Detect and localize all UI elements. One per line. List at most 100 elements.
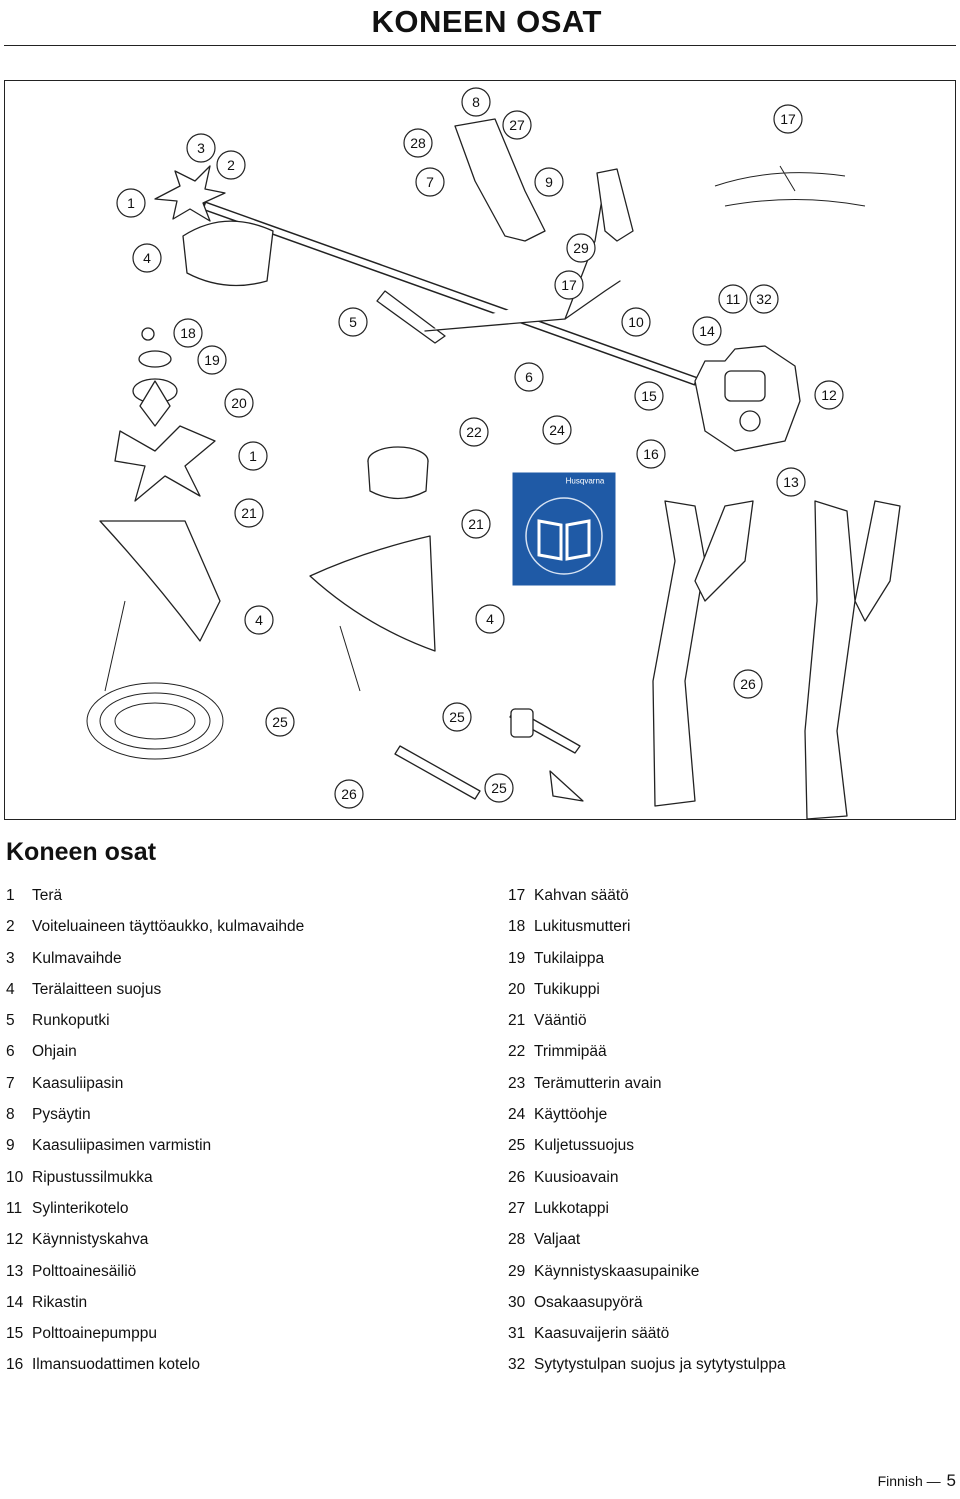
callout-24: 24 — [542, 415, 572, 445]
svg-text:25: 25 — [449, 709, 465, 725]
callout-20: 20 — [224, 388, 254, 418]
svg-text:6: 6 — [525, 369, 533, 385]
svg-text:32: 32 — [756, 291, 772, 307]
callout-18: 18 — [173, 318, 203, 348]
callout-13: 13 — [776, 467, 806, 497]
svg-text:16: 16 — [643, 446, 659, 462]
callout-11: 11 — [718, 284, 748, 314]
parts-illustration: Husqvarna 1 3 2 4 28 8 27 7 9 29 17 17 — [4, 80, 956, 820]
svg-text:18: 18 — [180, 325, 196, 341]
svg-text:10: 10 — [628, 314, 644, 330]
svg-text:21: 21 — [241, 505, 257, 521]
callout-16: 16 — [636, 439, 666, 469]
svg-text:24: 24 — [549, 422, 565, 438]
callout-21a: 21 — [234, 498, 264, 528]
svg-text:19: 19 — [204, 352, 220, 368]
svg-text:11: 11 — [726, 291, 741, 307]
svg-text:22: 22 — [466, 424, 482, 440]
callout-4c: 4 — [475, 604, 505, 634]
callout-9: 9 — [534, 167, 564, 197]
svg-text:4: 4 — [143, 250, 151, 266]
section-title: Koneen osat — [6, 838, 157, 866]
header-divider — [4, 45, 956, 46]
callout-28: 26 — [733, 669, 763, 699]
callout-31: 29 — [566, 233, 596, 263]
footer-dash: — — [926, 1473, 941, 1489]
callout-27: 26 — [334, 779, 364, 809]
svg-text:21: 21 — [468, 516, 484, 532]
svg-text:5: 5 — [349, 314, 357, 330]
page-footer: Finnish — 5 — [878, 1471, 956, 1491]
callout-3: 3 — [186, 133, 216, 163]
svg-text:20: 20 — [231, 395, 247, 411]
callout-1b: 1 — [238, 441, 268, 471]
callout-21b: 21 — [461, 509, 491, 539]
trimmer-drawing: Husqvarna — [86, 118, 901, 820]
callout-10: 10 — [621, 307, 651, 337]
callout-5: 5 — [338, 307, 368, 337]
svg-text:27: 27 — [509, 117, 525, 133]
callout-17b: 17 — [554, 270, 584, 300]
callout-2: 2 — [216, 150, 246, 180]
svg-text:25: 25 — [491, 780, 507, 796]
svg-text:17: 17 — [780, 111, 796, 127]
page-number: 5 — [946, 1471, 956, 1490]
callout-17a: 17 — [773, 104, 803, 134]
svg-text:26: 26 — [740, 676, 756, 692]
callout-7: 7 — [415, 167, 445, 197]
svg-text:28: 28 — [410, 135, 426, 151]
callout-26: 25 — [484, 773, 514, 803]
svg-text:4: 4 — [255, 612, 263, 628]
svg-text:14: 14 — [699, 323, 715, 339]
svg-text:9: 9 — [545, 174, 553, 190]
callout-8: 8 — [461, 87, 491, 117]
svg-text:1: 1 — [127, 195, 135, 211]
callout-25b: 25 — [442, 702, 472, 732]
callout-15: 15 — [634, 381, 664, 411]
callout-4a: 4 — [132, 243, 162, 273]
footer-language: Finnish — [877, 1473, 923, 1489]
svg-text:17: 17 — [561, 277, 577, 293]
callout-25a: 25 — [265, 707, 295, 737]
svg-text:1: 1 — [249, 448, 257, 464]
callout-4b: 4 — [244, 605, 274, 635]
svg-text:3: 3 — [197, 140, 205, 156]
callout-14: 14 — [692, 316, 722, 346]
callout-12: 12 — [814, 380, 844, 410]
callout-19: 19 — [197, 345, 227, 375]
svg-text:7: 7 — [426, 174, 434, 190]
svg-text:26: 26 — [341, 786, 357, 802]
svg-text:12: 12 — [821, 387, 837, 403]
svg-text:4: 4 — [486, 611, 494, 627]
callout-32: 32 — [749, 284, 779, 314]
page-title: KONEEN OSAT — [371, 4, 602, 39]
